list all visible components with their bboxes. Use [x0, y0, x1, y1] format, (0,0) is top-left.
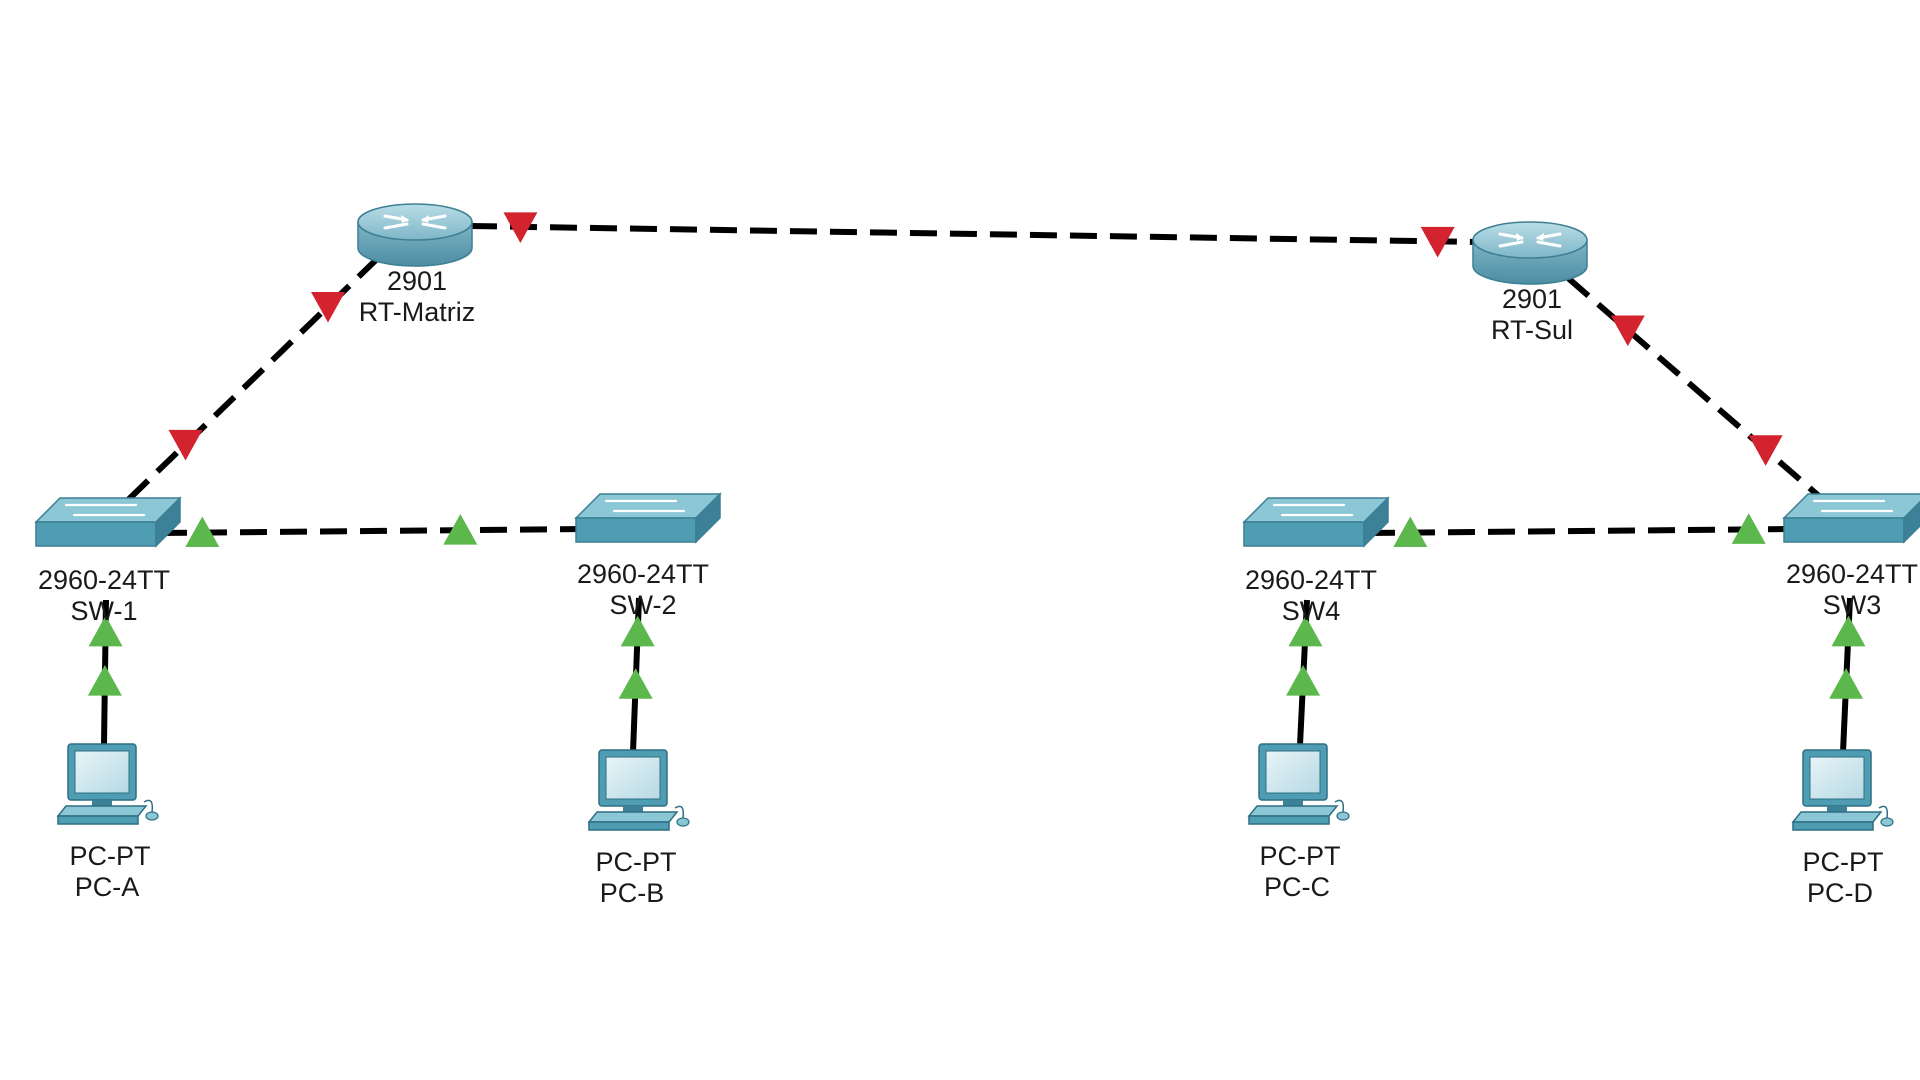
pc-d-name-label: PC-D	[1807, 878, 1873, 908]
pc-icon[interactable]	[1791, 749, 1894, 831]
link-up-triangle-icon	[1731, 513, 1766, 544]
link-down-triangle-icon	[1420, 226, 1455, 258]
sw-1-model-label: 2960-24TT	[37, 565, 171, 595]
link-up-triangle-icon	[185, 516, 220, 548]
sw4-model-label: 2960-24TT	[1244, 565, 1378, 595]
sw4-name-label: SW4	[1281, 596, 1341, 626]
pc-d-model-label: PC-PT	[1802, 847, 1884, 877]
link-rt-matriz-rt-sul[interactable]	[469, 223, 1479, 245]
link-status-markers	[87, 212, 1866, 699]
link-sw-1-sw-2[interactable]	[159, 526, 584, 536]
link-up-triangle-icon	[1831, 615, 1866, 647]
link-down-triangle-icon	[503, 212, 538, 243]
pc-c-model-label: PC-PT	[1259, 841, 1341, 871]
sw3-name-label: SW3	[1822, 590, 1882, 620]
sw-2-model-label: 2960-24TT	[576, 559, 710, 589]
pc-icon[interactable]	[587, 749, 690, 831]
pc-icon[interactable]	[1247, 743, 1350, 825]
rt-matriz-name-label: RT-Matriz	[358, 297, 476, 327]
rt-sul-model-label: 2901	[1501, 284, 1563, 314]
link-up-triangle-icon	[443, 514, 478, 545]
link-sw4-sw3[interactable]	[1367, 526, 1792, 536]
router-icon[interactable]	[1472, 221, 1588, 285]
link-down-triangle-icon	[311, 291, 345, 323]
sw-2-name-label: SW-2	[609, 590, 677, 620]
rt-matriz-model-label: 2901	[386, 266, 448, 296]
switch-icon[interactable]	[574, 492, 722, 544]
pc-icon[interactable]	[56, 743, 159, 825]
link-up-triangle-icon	[88, 615, 123, 647]
link-up-triangle-icon	[87, 665, 122, 696]
link-rt-sul-sw3[interactable]	[1566, 275, 1830, 507]
switch-icon[interactable]	[34, 496, 182, 548]
link-up-triangle-icon	[1286, 665, 1321, 696]
link-up-triangle-icon	[1288, 615, 1323, 647]
switch-icon[interactable]	[1242, 496, 1390, 548]
pc-b-model-label: PC-PT	[595, 847, 677, 877]
switch-icon[interactable]	[1782, 493, 1920, 544]
link-down-triangle-icon	[1748, 435, 1783, 466]
link-up-triangle-icon	[618, 668, 653, 699]
link-up-triangle-icon	[1829, 668, 1864, 699]
link-up-triangle-icon	[1393, 516, 1428, 548]
pc-a-name-label: PC-A	[74, 872, 140, 902]
devices-layer	[34, 203, 1920, 831]
pc-a-model-label: PC-PT	[69, 841, 151, 871]
link-down-triangle-icon	[1610, 315, 1645, 347]
rt-sul-name-label: RT-Sul	[1490, 315, 1574, 345]
link-down-triangle-icon	[168, 429, 203, 461]
sw-1-name-label: SW-1	[70, 596, 138, 626]
pc-c-name-label: PC-C	[1264, 872, 1330, 902]
pc-b-name-label: PC-B	[599, 878, 665, 908]
router-icon[interactable]	[357, 203, 473, 267]
sw3-model-label: 2960-24TT	[1785, 559, 1919, 589]
link-up-triangle-icon	[620, 615, 655, 647]
